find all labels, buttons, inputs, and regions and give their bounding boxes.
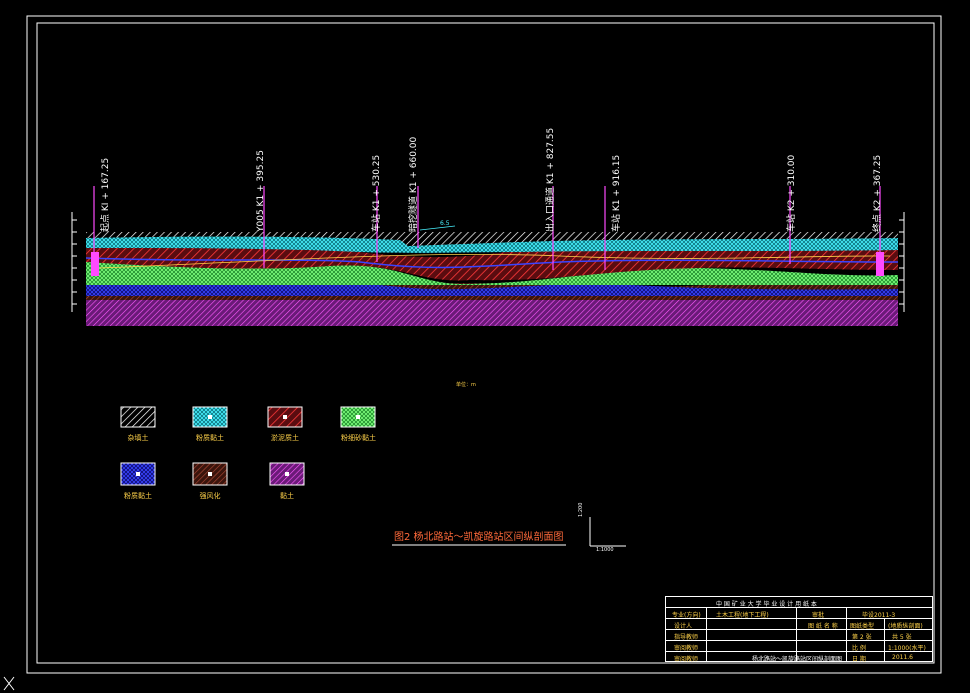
legend-label: 强风化: [199, 492, 221, 500]
legend-swatch-fill: [120, 406, 156, 428]
tb-drawing-type-value: (地质纵剖面): [888, 623, 923, 630]
station-label: 暗挖隧道 K1 + 660.00: [409, 136, 419, 232]
legend-label: 黏土: [280, 492, 294, 500]
drawing-title: 图2 杨北路站～凯旋路站区间纵剖面图: [394, 532, 564, 543]
axis-v-label: 1:200: [578, 502, 584, 517]
station-label: 终点 K2 + 367.25: [873, 154, 883, 232]
axis-h-label: 1:1000: [596, 547, 614, 553]
station-label: 起点 KI + 167.25: [101, 157, 111, 232]
legend-label: 粉细砂黏土: [341, 434, 376, 442]
tb-major-value: 土木工程(地下工程): [716, 612, 769, 619]
tb-designer-label: 设计人: [674, 623, 693, 630]
tb-date-value: 2011.6: [892, 654, 913, 661]
tb-scale-value: 1:1000(水平): [888, 645, 926, 652]
station-label: 车站 K1 + 530.25: [372, 154, 382, 232]
inner-frame: [36, 22, 935, 664]
scale-note: 单位：m: [456, 382, 476, 388]
tb-scale-label: 比 例: [852, 645, 866, 652]
geologic-profile: [71, 186, 905, 326]
tb-major-label: 专业(方向): [672, 612, 701, 619]
legend-label: 粉质黏土: [124, 492, 152, 500]
outer-frame: [26, 15, 942, 674]
tb-name-value: 杨北路站～凯旋路站区间纵剖面图: [752, 656, 843, 663]
tb-sheet-label: 第 2 张: [852, 634, 872, 641]
station-label: 出入口通道 K1 + 827.55: [546, 127, 556, 232]
tb-review2-label: 审阅教师: [674, 656, 699, 663]
legend-label: 淤泥质土: [271, 434, 299, 442]
slope-mark: 6.5: [440, 220, 450, 227]
station-label: 车站 K2 + 310.00: [787, 154, 797, 232]
tb-guide-label: 指导教师: [674, 634, 699, 641]
tb-total-label: 共 5 张: [892, 634, 912, 641]
legend-label: 粉质黏土: [196, 434, 224, 442]
title-block: 中 国 矿 业 大 学 毕 业 设 计 用 纸 本 专业(方向) 土木工程(地下…: [665, 596, 933, 663]
tb-drawing-name-label: 图 纸 名 称: [808, 623, 838, 630]
tb-date-label: 日 期: [852, 656, 866, 663]
axis-mark: [589, 517, 626, 547]
tb-reviewer-label: 审阅教师: [674, 645, 699, 652]
station-label: Y005 K1 + 395.25: [256, 150, 266, 232]
legend-label: 杂填土: [127, 434, 149, 442]
cursor-icon: [3, 676, 15, 691]
tb-review-label: 审批: [812, 612, 825, 619]
tb-drawing-type-label: 图纸类型: [850, 623, 875, 630]
station-label: 车站 K1 + 916.15: [612, 154, 622, 232]
tb-drawing-no: 毕设2011-3: [862, 612, 896, 619]
tb-school: 中 国 矿 业 大 学 毕 业 设 计 用 纸 本: [716, 601, 817, 608]
